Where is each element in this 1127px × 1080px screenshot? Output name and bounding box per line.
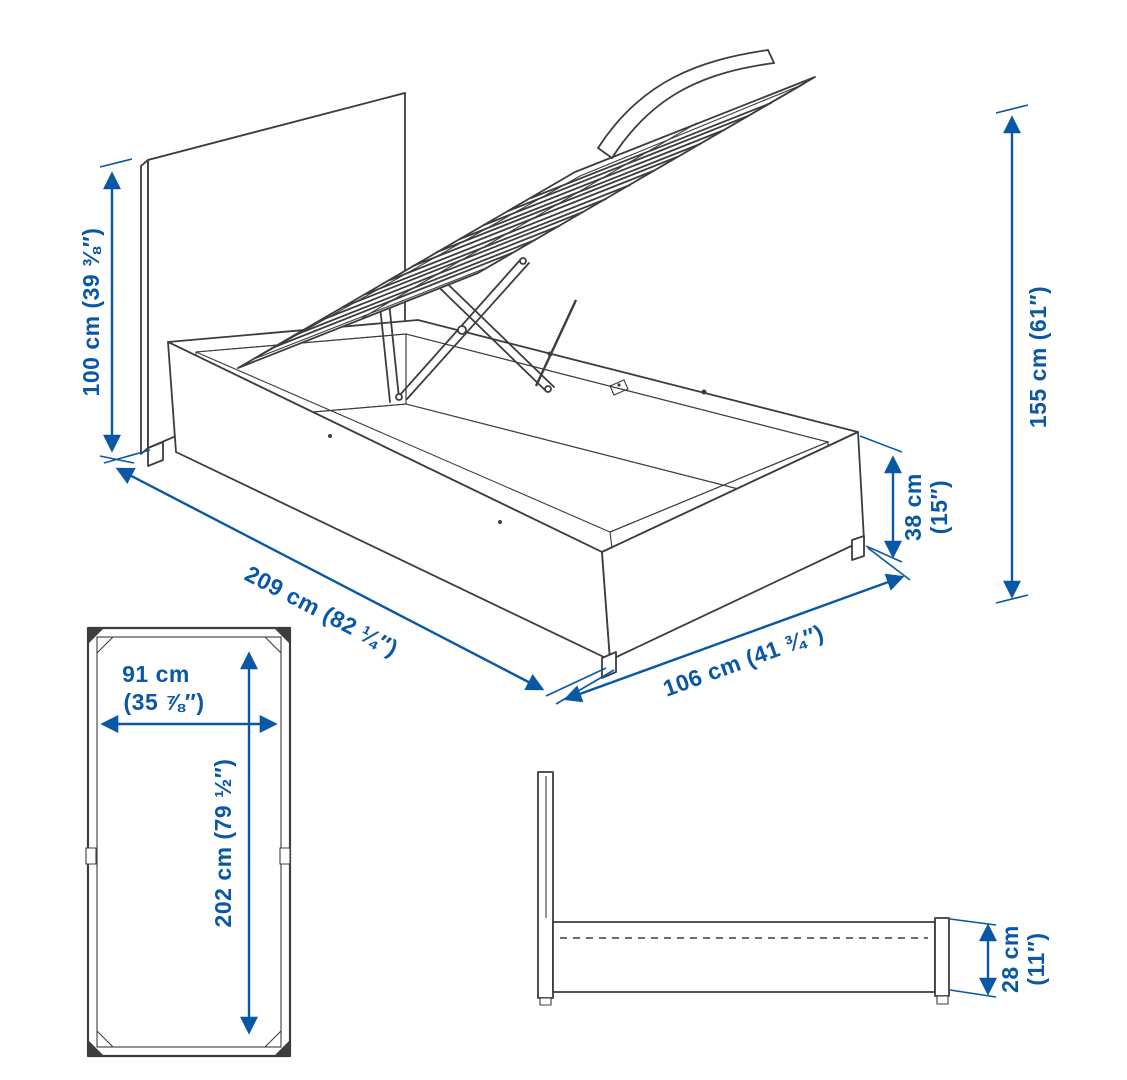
dimension-frame-height: 38 cm (15″): [859, 435, 952, 563]
dimension-label: 38 cm: [900, 473, 926, 541]
handle-end: [767, 49, 775, 64]
pivot-joint: [457, 325, 467, 335]
handle-bar-inner: [611, 62, 775, 159]
plan-corner-brace: [264, 636, 282, 654]
slatted-base: [237, 49, 816, 369]
headboard-side-edge: [140, 159, 149, 455]
slat: [389, 184, 631, 281]
side-head-foot: [539, 997, 552, 1006]
plan-corner-brace: [96, 636, 114, 654]
dimension-label: (15″): [926, 480, 952, 534]
handle-end: [597, 147, 613, 159]
dimension-label: 100 cm (39 ⅜″): [78, 228, 104, 397]
lift-arm: [379, 305, 391, 403]
side-base-slab: [552, 921, 936, 993]
plan-corner-block: [275, 1041, 289, 1055]
dimension-headboard-height: 100 cm (39 ⅜″): [78, 158, 135, 464]
scissor-arm: [406, 262, 530, 400]
dimension-mattress-width: 91 cm (35 ⅞″): [100, 661, 278, 733]
dimension-label: (35 ⅞″): [124, 689, 205, 715]
witness-tick: [99, 158, 133, 168]
screw-dot: [701, 389, 707, 395]
headboard-leg: [147, 441, 164, 467]
slat: [365, 198, 607, 295]
screw-dot: [498, 520, 502, 524]
lift-arm: [388, 301, 400, 399]
plan-side-notch: [279, 847, 291, 865]
plan-corner-block: [275, 629, 289, 643]
side-view: 28 cm (11″): [537, 771, 1049, 1006]
plan-corner-block: [89, 1041, 103, 1055]
witness-tick: [995, 594, 1029, 604]
plan-inner-frame: [96, 636, 282, 1048]
plan-corner-block: [89, 629, 103, 643]
slat: [530, 102, 772, 199]
dimension-line: [563, 573, 905, 703]
frame-foot-far-leg: [851, 535, 865, 561]
pivot-joint: [519, 257, 527, 265]
dimension-mattress-length: 202 cm (79 ½″): [210, 651, 258, 1035]
screw-dot: [328, 434, 332, 438]
dimension-label: (11″): [1023, 932, 1049, 985]
side-foot-foot: [936, 995, 949, 1005]
pivot-joint: [544, 385, 552, 393]
witness-tick: [995, 104, 1029, 114]
handle-bar-outer: [597, 49, 769, 149]
witness-tick: [103, 449, 151, 464]
witness-tick: [949, 989, 997, 998]
base-center-rail: [361, 122, 698, 319]
dimension-label: 91 cm: [122, 661, 190, 687]
dimension-label: 106 cm (41 ¾″): [659, 619, 827, 701]
side-foot-post: [934, 917, 950, 997]
dimension-label: 155 cm (61″): [1025, 286, 1051, 428]
gas-strut: [534, 299, 578, 387]
base-frame-inner: [253, 83, 805, 360]
plan-corner-brace: [264, 1030, 282, 1048]
plan-corner-brace: [96, 1030, 114, 1048]
handle: [597, 49, 775, 159]
dimension-base-height: 28 cm (11″): [949, 918, 1049, 998]
witness-tick: [867, 547, 911, 581]
hinge-bracket-dot: [617, 383, 621, 387]
witness-tick: [949, 918, 997, 926]
isometric-view: 100 cm (39 ⅜″) 155 cm (61″) 38 cm (15″) …: [78, 49, 1051, 705]
dimension-line: [115, 467, 545, 691]
dimension-label: 202 cm (79 ½″): [210, 759, 236, 928]
hinge-bracket: [609, 379, 629, 396]
witness-tick: [859, 435, 903, 453]
top-view: 91 cm (35 ⅞″) 202 cm (79 ½″): [85, 626, 292, 1058]
pivot-joint: [395, 393, 403, 401]
dimension-label: 28 cm: [997, 925, 1023, 993]
dimension-open-height: 155 cm (61″): [995, 104, 1051, 604]
plan-side-notch: [85, 847, 97, 865]
bed-frame: [167, 319, 865, 679]
